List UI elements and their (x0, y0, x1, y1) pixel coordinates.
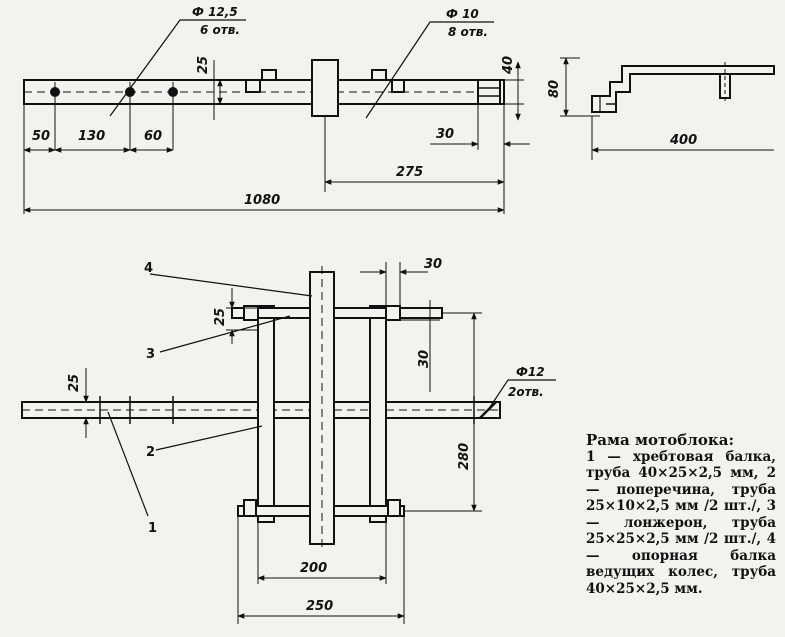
crossmember-top (231, 307, 443, 319)
detail-view (560, 57, 775, 160)
dim-side-25: 25 (196, 56, 211, 74)
dim-side-1080: 1080 (244, 193, 280, 208)
caption-body: 1 — хребтовая балка, труба 40×25×2,5 мм,… (586, 448, 776, 597)
part-label-1: 1 (148, 521, 157, 536)
dim-side-275: 275 (396, 165, 423, 180)
support-beam-side (311, 59, 339, 117)
dim-side-30: 30 (436, 127, 454, 142)
dim-top-25: 25 (213, 308, 228, 326)
dim-top-30-right: 30 (417, 350, 432, 368)
part-label-3: 3 (146, 347, 155, 362)
longeron-left (257, 305, 275, 523)
dim-top-30: 30 (424, 257, 442, 272)
dim-side-60: 60 (144, 129, 162, 144)
part-label-2: 2 (146, 445, 155, 460)
dim-detail-400: 400 (669, 133, 697, 148)
drawing-caption: Рама мотоблока: 1 — хребтовая балка, тру… (586, 432, 776, 597)
top-view-labels: 4 3 2 1 30 25 30 25 Ф12 2отв. 280 200 25… (67, 257, 545, 614)
dim-top-25-left: 25 (67, 374, 82, 392)
dim-detail-80: 80 (547, 80, 562, 98)
detail-view-labels: 80 400 (547, 80, 697, 148)
dim-side-40: 40 (501, 56, 516, 75)
dim-side-130: 130 (78, 129, 105, 144)
hole-top-count: 2отв. (508, 385, 544, 399)
caption-title: Рама мотоблока: (586, 431, 734, 449)
hole-top-diameter: Ф12 (516, 365, 545, 379)
dim-top-280: 280 (457, 443, 472, 470)
hole-b-diameter: Ф 10 (446, 7, 479, 21)
hole-a-count: 6 отв. (200, 23, 240, 37)
longeron-right (369, 305, 387, 523)
part-label-4: 4 (144, 261, 153, 276)
dim-top-250: 250 (306, 599, 333, 614)
top-view (21, 262, 556, 624)
side-view-labels: Ф 12,5 6 отв. Ф 10 8 отв. 25 40 50 130 6… (32, 5, 516, 208)
dim-top-200: 200 (300, 561, 327, 576)
side-view (23, 19, 530, 214)
dim-side-50: 50 (32, 129, 50, 144)
hole-a-diameter: Ф 12,5 (192, 5, 238, 19)
hole-b-count: 8 отв. (448, 25, 488, 39)
